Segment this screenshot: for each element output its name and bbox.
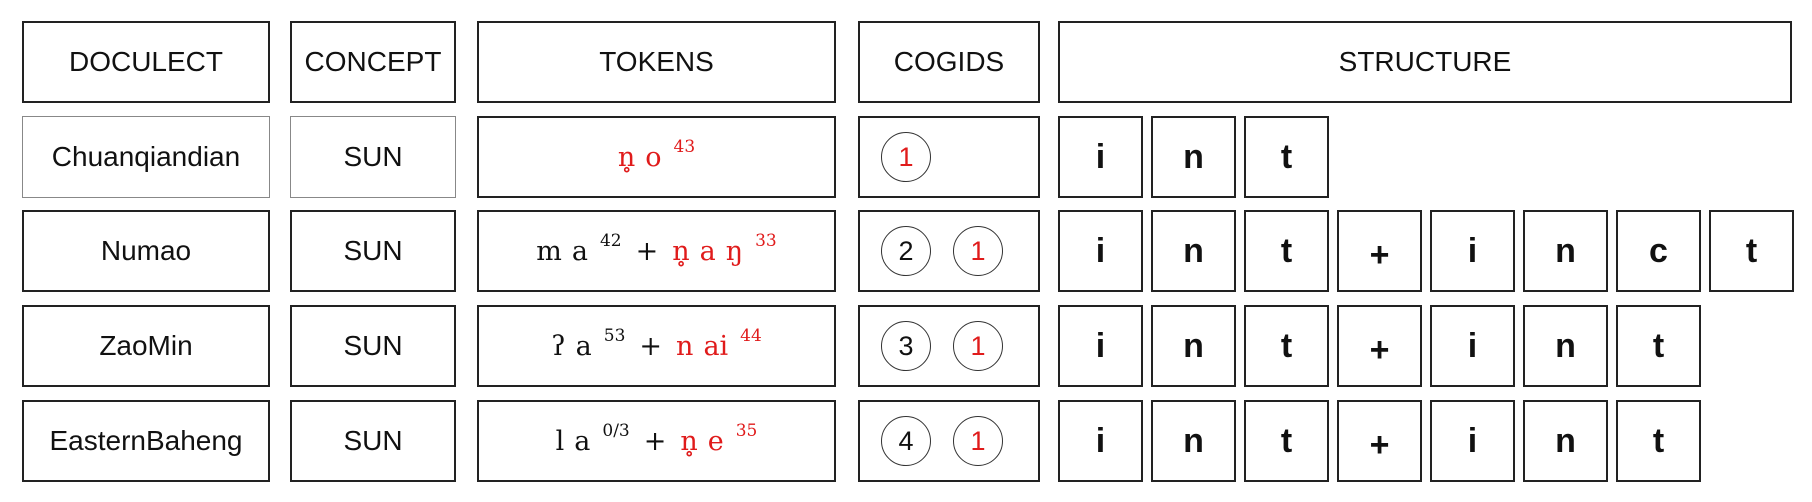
structure-slot: c bbox=[1616, 210, 1701, 292]
structure-slot: t bbox=[1244, 400, 1329, 482]
header-structure: STRUCTURE bbox=[1058, 21, 1792, 103]
cogids-cell: 1 bbox=[858, 116, 1040, 198]
header-cogids: COGIDS bbox=[858, 21, 1040, 103]
doculect-cell: Chuanqiandian bbox=[22, 116, 270, 198]
structure-slot: i bbox=[1058, 400, 1143, 482]
structure-slot: n bbox=[1523, 305, 1608, 387]
cognate-id-circle: 1 bbox=[953, 321, 1003, 371]
segment: e bbox=[707, 426, 724, 457]
morpheme-separator: + bbox=[639, 330, 663, 362]
segment: a bbox=[571, 236, 588, 267]
segment: n̥ bbox=[672, 236, 690, 267]
structure-slot: i bbox=[1430, 210, 1515, 292]
tone-mark: 33 bbox=[755, 231, 777, 251]
structure-slot: i bbox=[1058, 210, 1143, 292]
segment: ŋ bbox=[725, 236, 744, 267]
doculect-name: ZaoMin bbox=[99, 330, 193, 361]
header-tokens: TOKENS bbox=[477, 21, 836, 103]
segment: a bbox=[574, 426, 591, 457]
concept-cell: SUN bbox=[290, 400, 456, 482]
header-concept-label: CONCEPT bbox=[304, 46, 442, 77]
structure-slot: i bbox=[1058, 305, 1143, 387]
structure-slot: t bbox=[1244, 210, 1329, 292]
structure-slot: t bbox=[1616, 400, 1701, 482]
segment: m bbox=[536, 236, 562, 267]
segment: n bbox=[676, 331, 694, 362]
cognate-id-circle: 1 bbox=[881, 132, 931, 182]
concept-label: SUN bbox=[343, 425, 403, 456]
segment: ʔ bbox=[551, 331, 566, 362]
morpheme: n̥ o 43 bbox=[614, 137, 699, 173]
structure-slot: n bbox=[1151, 210, 1236, 292]
doculect-name: EasternBaheng bbox=[49, 425, 243, 456]
segment: n̥ bbox=[680, 426, 698, 457]
structure-slot: n bbox=[1523, 210, 1608, 292]
header-concept: CONCEPT bbox=[290, 21, 456, 103]
tone-mark: 42 bbox=[599, 231, 622, 251]
morpheme: n̥ e 35 bbox=[676, 421, 761, 457]
cognate-id-circle: 1 bbox=[953, 226, 1003, 276]
concept-cell: SUN bbox=[290, 305, 456, 387]
segment: l bbox=[555, 426, 565, 457]
structure-slot: t bbox=[1709, 210, 1794, 292]
tone-mark: 35 bbox=[735, 421, 758, 441]
structure-slot: n bbox=[1523, 400, 1608, 482]
morpheme-separator: + bbox=[635, 235, 659, 267]
concept-cell: SUN bbox=[290, 210, 456, 292]
header-tokens-label: TOKENS bbox=[599, 46, 714, 77]
structure-separator: + bbox=[1337, 400, 1422, 482]
structure-slot: n bbox=[1151, 305, 1236, 387]
concept-label: SUN bbox=[343, 330, 403, 361]
tone-mark: 44 bbox=[740, 326, 762, 346]
concept-cell: SUN bbox=[290, 116, 456, 198]
segment: ai bbox=[703, 331, 729, 362]
header-doculect: DOCULECT bbox=[22, 21, 270, 103]
structure-slot: n bbox=[1151, 400, 1236, 482]
structure-slot: t bbox=[1244, 116, 1329, 198]
structure-slot: t bbox=[1244, 305, 1329, 387]
concept-label: SUN bbox=[343, 235, 403, 266]
segment: a bbox=[699, 236, 716, 267]
structure-slot: i bbox=[1058, 116, 1143, 198]
tone-mark: 0/3 bbox=[602, 421, 630, 441]
doculect-cell: EasternBaheng bbox=[22, 400, 270, 482]
structure-slot: t bbox=[1616, 305, 1701, 387]
tokens-cell: n̥ o 43 bbox=[477, 116, 836, 198]
structure-slot: i bbox=[1430, 400, 1515, 482]
tone-mark: 53 bbox=[603, 326, 626, 346]
segment: a bbox=[575, 331, 592, 362]
doculect-name: Chuanqiandian bbox=[51, 141, 241, 172]
segment: o bbox=[645, 142, 662, 173]
structure-separator: + bbox=[1337, 305, 1422, 387]
structure-slot: i bbox=[1430, 305, 1515, 387]
cognate-id-circle: 1 bbox=[953, 416, 1003, 466]
concept-label: SUN bbox=[343, 141, 403, 172]
header-structure-label: STRUCTURE bbox=[1338, 46, 1512, 77]
cognate-id-circle: 3 bbox=[881, 321, 931, 371]
header-doculect-label: DOCULECT bbox=[68, 46, 223, 77]
structure-slot: n bbox=[1151, 116, 1236, 198]
morpheme-separator: + bbox=[643, 425, 667, 457]
structure-separator: + bbox=[1337, 210, 1422, 292]
tone-mark: 43 bbox=[673, 137, 696, 157]
doculect-name: Numao bbox=[100, 235, 192, 266]
cognate-id-circle: 4 bbox=[881, 416, 931, 466]
doculect-cell: ZaoMin bbox=[22, 305, 270, 387]
segment: n̥ bbox=[617, 142, 636, 173]
cognate-id-circle: 2 bbox=[881, 226, 931, 276]
doculect-cell: Numao bbox=[22, 210, 270, 292]
header-cogids-label: COGIDS bbox=[893, 46, 1005, 77]
